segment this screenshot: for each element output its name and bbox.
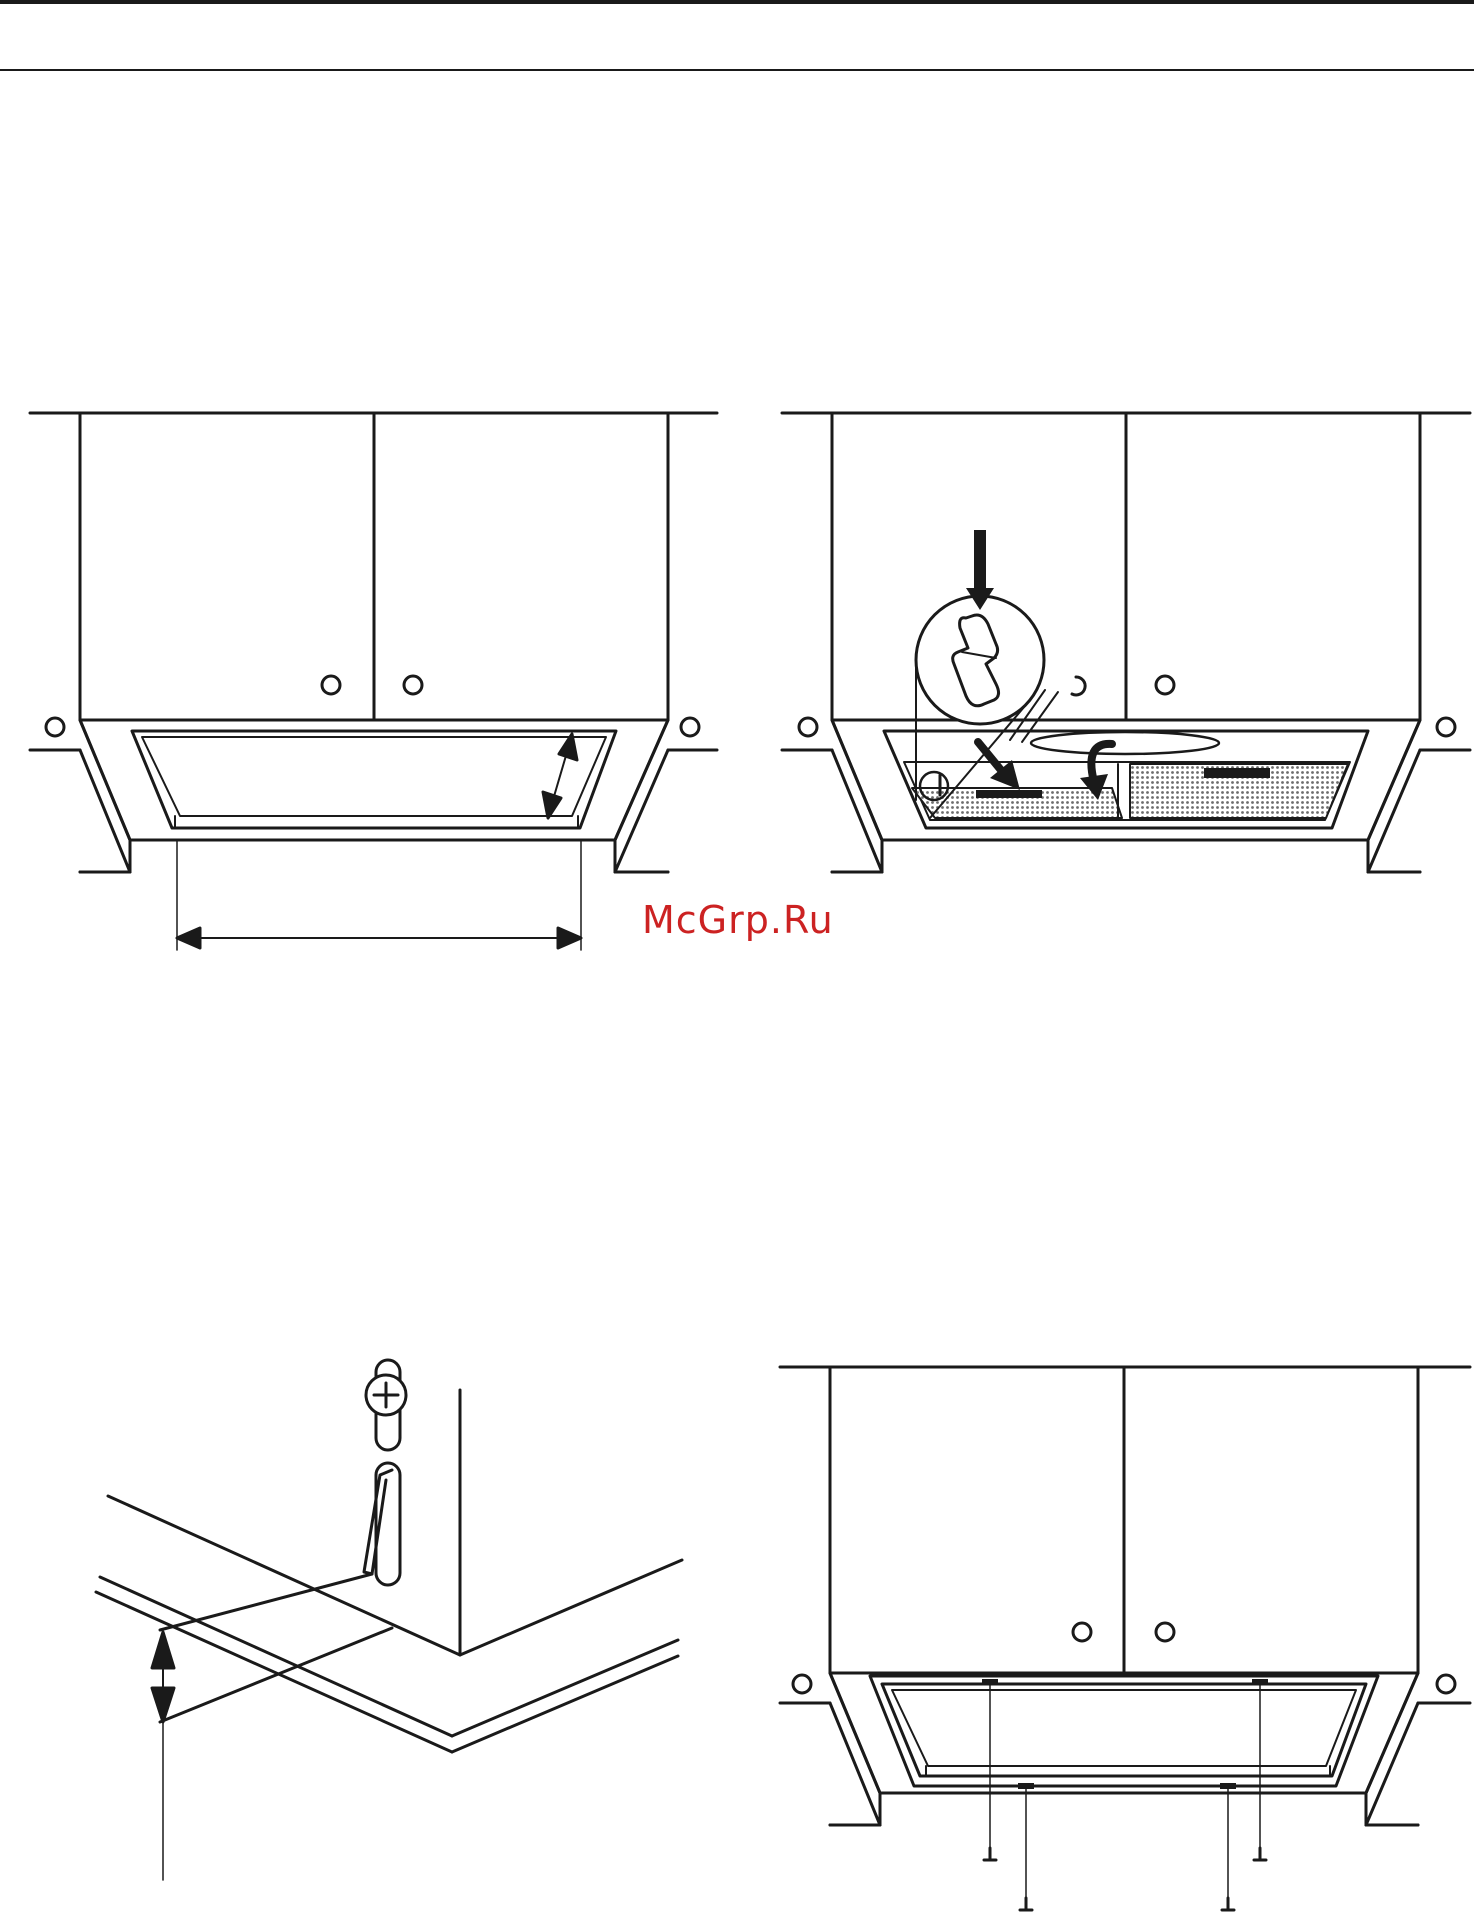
arrow-head-depth-bottom bbox=[543, 792, 561, 818]
door-knob-right bbox=[404, 676, 422, 694]
arrow-head-height-top bbox=[152, 1632, 174, 1668]
wall-knob-left bbox=[799, 718, 817, 736]
screw-icon bbox=[984, 1848, 996, 1860]
filter-frame bbox=[132, 731, 616, 828]
figure-2 bbox=[782, 413, 1470, 872]
door-knob-right bbox=[1156, 1623, 1174, 1641]
filter-handle-right bbox=[1204, 768, 1270, 778]
door-knob-left bbox=[322, 676, 340, 694]
arrow-head-width-right bbox=[558, 928, 581, 948]
screw-icon bbox=[1254, 1848, 1266, 1860]
wall-knob-right bbox=[1437, 718, 1455, 736]
wall-knob-left bbox=[46, 718, 64, 736]
figure-1 bbox=[30, 413, 717, 950]
watermark-text: McGrp.Ru bbox=[642, 898, 834, 942]
figure-4 bbox=[780, 1367, 1470, 1910]
fan-opening bbox=[1031, 732, 1219, 754]
wall-knob-right bbox=[1437, 1675, 1455, 1693]
arrow-down-icon bbox=[978, 742, 1020, 790]
filter-handle-left bbox=[976, 790, 1042, 798]
filter-frame bbox=[882, 1684, 1366, 1776]
arrow-head-width-left bbox=[177, 928, 200, 948]
screw-icon bbox=[366, 1375, 406, 1415]
door-knob-left-partial bbox=[1072, 677, 1085, 695]
screw-icon bbox=[1222, 1898, 1234, 1910]
wall-knob-left bbox=[793, 1675, 811, 1693]
door-knob-left bbox=[1073, 1623, 1091, 1641]
screw-icon bbox=[1020, 1898, 1032, 1910]
door-knob-right bbox=[1156, 676, 1174, 694]
mounting-bracket bbox=[364, 1470, 392, 1574]
figure-3 bbox=[96, 1360, 682, 1880]
wall-knob-right bbox=[681, 718, 699, 736]
